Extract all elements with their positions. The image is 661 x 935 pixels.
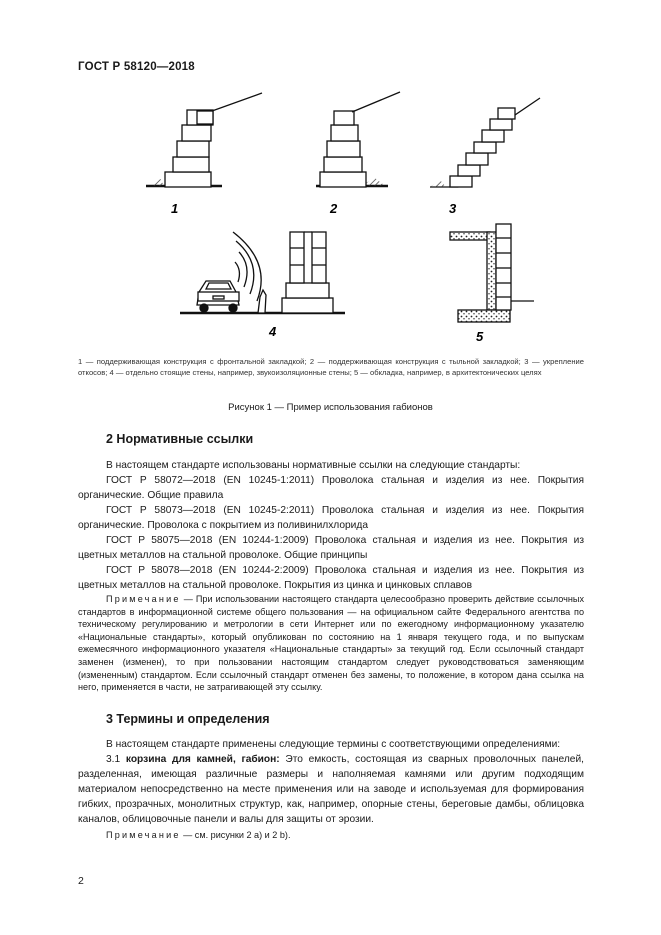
section-2-heading: 2 Нормативные ссылки [106,432,254,446]
diagram-1-front-fill [146,92,263,188]
diagram-4-freestanding-wall [180,231,345,315]
term-definition: Это емкость, состоящая из сварных провол… [78,754,584,825]
reference-2: ГОСТ Р 58073—2018 (EN 10245-2:2011) Пров… [78,505,584,531]
diagram-3-label: 3 [449,201,457,216]
term-name: корзина для камней, габион: [125,754,280,765]
reference-1: ГОСТ Р 58072—2018 (EN 10245-1:2011) Пров… [78,475,584,501]
reference-3: ГОСТ Р 58075—2018 (EN 10244-1:2009) Пров… [78,535,584,561]
figure-legend: 1 — поддерживающая конструкция с фронтал… [78,357,584,377]
section-3-heading: 3 Термины и определения [106,712,270,726]
reference-4: ГОСТ Р 58078—2018 (EN 10244-2:2009) Пров… [78,565,584,591]
note-label: Примечание [106,594,181,604]
section-2-intro: В настоящем стандарте использованы норма… [106,460,521,471]
diagram-2-label: 2 [329,201,338,216]
diagram-1-label: 1 [171,201,178,216]
note-text: — При использовании настоящего стандарта… [78,594,584,693]
diagram-2-back-fill [316,91,401,188]
diagram-3-slope [430,97,541,188]
note-label-2: Примечание [106,830,181,840]
page-number: 2 [78,875,84,887]
figure-title: Рисунок 1 — Пример использования габионо… [228,402,433,413]
document-header: ГОСТ Р 58120—2018 [78,61,195,73]
diagram-5-cladding [449,223,534,323]
diagram-4-label: 4 [268,324,277,339]
diagram-5-label: 5 [476,329,484,344]
section-2-note: Примечание — При использовании настоящег… [78,593,584,694]
section-3-body: В настоящем стандарте применены следующи… [78,737,584,827]
section-2-body: В настоящем стандарте использованы норма… [78,458,584,593]
note-text-2: — см. рисунки 2 а) и 2 b). [180,830,291,840]
gabion-figure: 1 2 3 [146,91,541,344]
section-3-note: Примечание — см. рисунки 2 а) и 2 b). [78,829,584,842]
term-number: 3.1 [106,754,121,765]
section-3-intro: В настоящем стандарте применены следующи… [106,739,561,750]
